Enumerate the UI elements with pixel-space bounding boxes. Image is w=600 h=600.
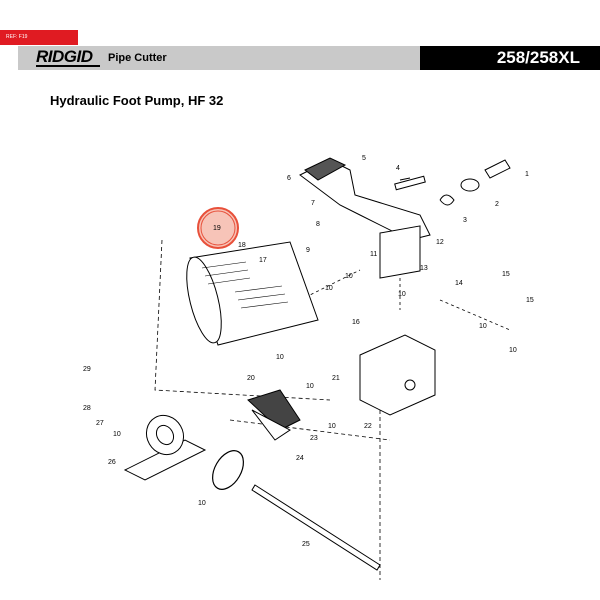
callout-20: 20 bbox=[247, 375, 255, 382]
callout-10i: 10 bbox=[113, 431, 121, 438]
callout-15a: 15 bbox=[502, 271, 510, 278]
highlighted-part-marker bbox=[197, 207, 239, 249]
pump-base-block bbox=[359, 225, 436, 416]
brand-underline bbox=[36, 65, 100, 67]
callout-23: 23 bbox=[310, 435, 318, 442]
brand-logo: RIDGID bbox=[36, 47, 93, 66]
pedal-cover bbox=[247, 389, 301, 441]
callout-19: 19 bbox=[213, 225, 221, 232]
page-title: Hydraulic Foot Pump, HF 32 bbox=[50, 93, 224, 108]
callout-14: 14 bbox=[455, 280, 463, 287]
callout-10a: 10 bbox=[345, 273, 353, 280]
callout-10j: 10 bbox=[198, 500, 206, 507]
callout-16: 16 bbox=[352, 319, 360, 326]
model-number: 258/258XL bbox=[496, 48, 580, 67]
callout-10f: 10 bbox=[276, 354, 284, 361]
callout-8: 8 bbox=[316, 221, 320, 228]
callout-6: 6 bbox=[287, 175, 291, 182]
callout-24: 24 bbox=[296, 455, 304, 462]
callout-10b: 10 bbox=[325, 285, 333, 292]
callout-18: 18 bbox=[238, 242, 246, 249]
callout-25: 25 bbox=[302, 541, 310, 548]
large-o-ring bbox=[212, 450, 244, 490]
pivot-bolt-parts bbox=[399, 159, 511, 206]
callout-10h: 10 bbox=[328, 423, 336, 430]
reference-tag: REF: F19 bbox=[0, 30, 78, 45]
callout-9: 9 bbox=[306, 247, 310, 254]
reservoir-cylinder bbox=[186, 241, 319, 346]
callout-labels: 1 2 3 4 5 6 7 8 9 10 10 10 10 10 10 10 1… bbox=[83, 155, 534, 548]
callout-1: 1 bbox=[525, 171, 529, 178]
callout-3: 3 bbox=[463, 217, 467, 224]
callout-29: 29 bbox=[83, 366, 91, 373]
callout-28: 28 bbox=[83, 405, 91, 412]
callout-10e: 10 bbox=[509, 347, 517, 354]
callout-10c: 10 bbox=[398, 291, 406, 298]
long-rod bbox=[251, 484, 381, 571]
callout-11: 11 bbox=[370, 251, 377, 258]
callout-10g: 10 bbox=[306, 383, 314, 390]
base-plate bbox=[123, 414, 207, 481]
callout-27: 27 bbox=[96, 420, 104, 427]
callout-17: 17 bbox=[259, 257, 267, 264]
callout-26: 26 bbox=[108, 459, 116, 466]
callout-13: 13 bbox=[420, 265, 428, 272]
callout-4: 4 bbox=[396, 165, 400, 172]
header-black-band bbox=[420, 46, 600, 70]
callout-10d: 10 bbox=[479, 323, 487, 330]
callout-2: 2 bbox=[495, 201, 499, 208]
callout-7: 7 bbox=[311, 200, 315, 207]
header-bar: RIDGID Pipe Cutter 258/258XL bbox=[0, 46, 600, 70]
pump-pedal-assembly bbox=[299, 157, 431, 241]
product-name: Pipe Cutter bbox=[108, 52, 167, 64]
callout-5: 5 bbox=[362, 155, 366, 162]
callout-12: 12 bbox=[436, 239, 444, 246]
callout-21: 21 bbox=[332, 375, 340, 382]
callout-15b: 15 bbox=[526, 297, 534, 304]
callout-22: 22 bbox=[364, 423, 372, 430]
